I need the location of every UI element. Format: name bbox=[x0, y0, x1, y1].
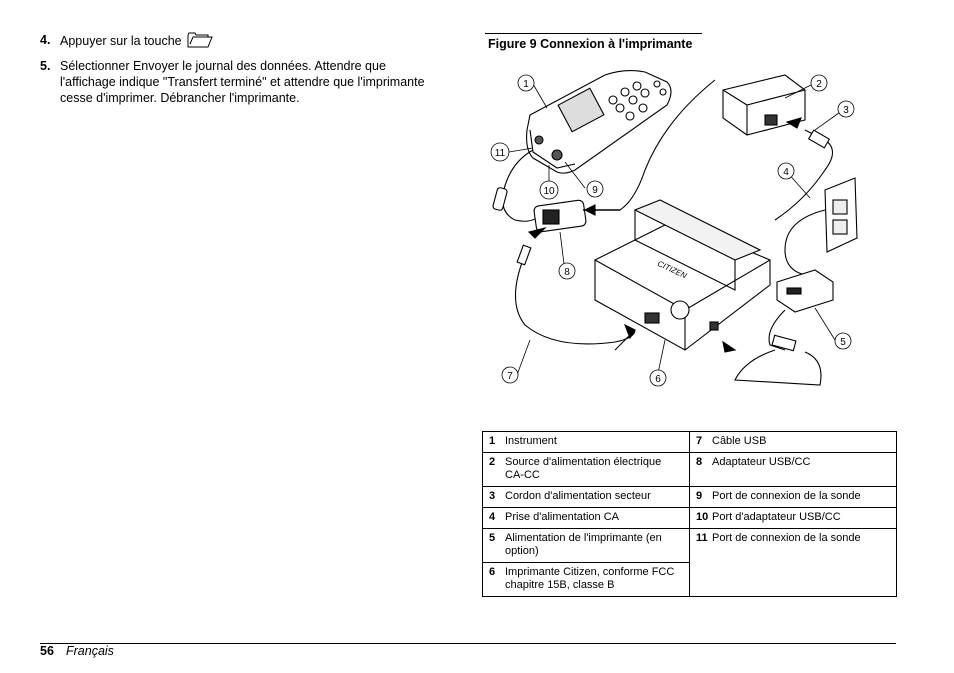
legend-table: 1 Instrument 7 Câble USB 2 Source d'aliment… bbox=[482, 431, 897, 597]
legend-text: Adaptateur USB/CC bbox=[712, 456, 811, 468]
legend-text: Câble USB bbox=[712, 435, 767, 447]
legend-number: 2 bbox=[489, 456, 496, 468]
instrument-drawing bbox=[526, 69, 672, 174]
callout-2: 2 bbox=[816, 79, 822, 90]
legend-text: Alimentation de l'imprimante (en option) bbox=[505, 532, 662, 557]
legend-text: Prise d'alimentation CA bbox=[505, 511, 619, 523]
callout-11: 11 bbox=[495, 148, 506, 159]
callout-1: 1 bbox=[523, 79, 529, 90]
step-4: 4. Appuyer sur la touche bbox=[40, 32, 445, 49]
step-text: Sélectionner Envoyer le journal des donn… bbox=[60, 59, 425, 105]
legend-text: Port de connexion de la sonde bbox=[712, 490, 861, 502]
table-row: 3 Cordon d'alimentation secteur 9 Port de … bbox=[482, 486, 897, 508]
step-number: 5. bbox=[40, 59, 51, 73]
callout-7: 7 bbox=[507, 371, 513, 382]
figure-caption: Figure 9 Connexion à l'imprimante bbox=[488, 37, 693, 51]
callout-5: 5 bbox=[840, 337, 846, 348]
printer-connection-illustration: 1 2 3 4 5 6 7 8 9 10 11 CITIZEN bbox=[490, 69, 858, 387]
callout-6: 6 bbox=[655, 374, 661, 385]
callout-8: 8 bbox=[564, 267, 570, 278]
table-row: 5 Alimentation de l'imprimante (en option… bbox=[482, 528, 897, 597]
printer-drawing bbox=[594, 199, 771, 351]
figure-rule bbox=[485, 33, 702, 34]
legend-text: Port de connexion de la sonde bbox=[712, 532, 861, 544]
page-number: 56 bbox=[40, 644, 54, 658]
legend-text: Source d'alimentation électrique CA-CC bbox=[505, 456, 662, 481]
legend-text: Port d'adaptateur USB/CC bbox=[712, 511, 841, 523]
callout-10: 10 bbox=[543, 186, 555, 197]
table-row: 1 Instrument 7 Câble USB bbox=[482, 431, 897, 453]
legend-number: 8 bbox=[696, 456, 703, 468]
legend-number: 10 bbox=[696, 511, 709, 523]
legend-text: Instrument bbox=[505, 435, 557, 447]
legend-number: 11 bbox=[696, 532, 708, 544]
legend-number: 3 bbox=[489, 490, 496, 502]
footer-language: Français bbox=[66, 644, 114, 658]
power-supply-drawing bbox=[722, 74, 806, 136]
callout-4: 4 bbox=[783, 167, 789, 178]
legend-text: Imprimante Citizen, conforme FCC chapitr… bbox=[505, 566, 675, 591]
instruction-steps: 4. Appuyer sur la touche 5. Sélectionner… bbox=[40, 32, 445, 115]
step-text: Appuyer sur la touche bbox=[60, 32, 445, 49]
legend-number: 4 bbox=[489, 511, 496, 523]
folder-icon bbox=[187, 32, 213, 48]
step-5: 5. Sélectionner Envoyer le journal des d… bbox=[40, 58, 445, 106]
callout-3: 3 bbox=[843, 105, 849, 116]
callout-9: 9 bbox=[592, 185, 598, 196]
usb-adapter-drawing bbox=[533, 79, 716, 233]
legend-number: 5 bbox=[489, 532, 496, 544]
legend-number: 7 bbox=[696, 435, 703, 447]
step-number: 4. bbox=[40, 33, 51, 47]
legend-text: Cordon d'alimentation secteur bbox=[505, 490, 651, 502]
legend-number: 1 bbox=[489, 435, 496, 447]
footer-rule bbox=[40, 643, 896, 644]
step-text-content: Appuyer sur la touche bbox=[60, 34, 182, 48]
legend-number: 6 bbox=[489, 566, 496, 578]
wall-outlet-drawing bbox=[824, 177, 858, 253]
table-row: 6 Imprimante Citizen, conforme FCC chapit… bbox=[482, 562, 897, 597]
legend-number: 9 bbox=[696, 490, 703, 502]
